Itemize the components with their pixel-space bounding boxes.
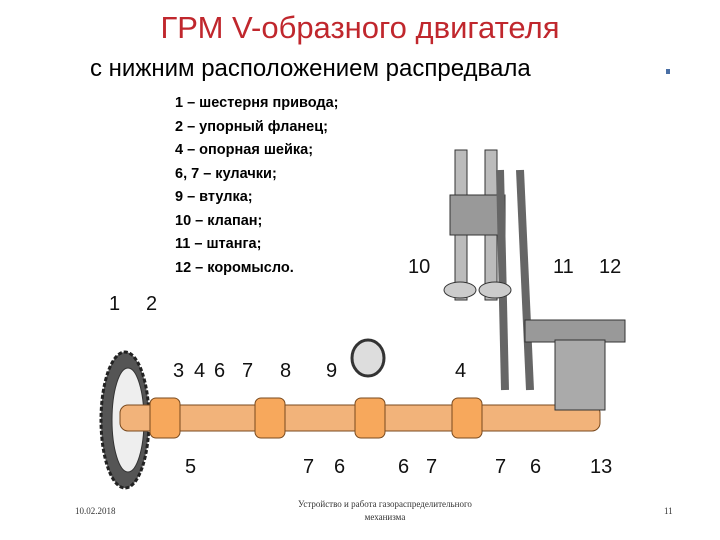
- parts-legend: 1 – шестерня привода; 2 – упорный фланец…: [175, 92, 339, 280]
- diagram-label: 6: [214, 360, 226, 382]
- legend-item: 12 – коромысло.: [175, 259, 294, 276]
- diagram-label: 4: [194, 360, 206, 382]
- diagram-label: 10: [408, 256, 431, 278]
- diagram-label: 6: [398, 456, 410, 478]
- legend-item: 11 – штанга;: [175, 236, 262, 252]
- diagram-label: 7: [495, 456, 507, 478]
- diagram-label: 1: [109, 293, 121, 315]
- diagram-label: 5: [185, 456, 197, 478]
- slide-subtitle: с нижним расположением распредвала: [90, 55, 531, 82]
- legend-item: 6, 7 – кулачки;: [175, 165, 277, 182]
- diagram-label: 11: [553, 256, 574, 278]
- diagram-label: 4: [455, 360, 467, 382]
- diagram-label: 13: [590, 456, 613, 478]
- diagram-label: 7: [426, 456, 438, 478]
- diagram-label: 6: [530, 456, 542, 478]
- diagram-label: 7: [242, 360, 254, 382]
- diagram-label: 8: [280, 360, 292, 382]
- legend-item: 10 – клапан;: [175, 212, 263, 229]
- slide-title: ГРМ V-образного двигателя: [160, 10, 560, 45]
- diagram-label: 3: [173, 360, 185, 382]
- diagram-label: 2: [146, 293, 158, 315]
- diagram-label: 12: [599, 256, 622, 278]
- legend-item: 9 – втулка;: [175, 189, 253, 205]
- valves-and-pushrods: [443, 149, 626, 411]
- slide-number: 11: [664, 506, 673, 516]
- bullet-marker: [666, 69, 670, 74]
- legend-item: 2 – упорный фланец;: [175, 118, 328, 135]
- diagram-label: 6: [334, 456, 346, 478]
- legend-item: 1 – шестерня привода;: [175, 95, 339, 111]
- camshaft: [119, 397, 601, 439]
- diagram-label: 7: [303, 456, 315, 478]
- bushing: [350, 338, 386, 378]
- diagram-label: 9: [326, 360, 338, 382]
- legend-item: 4 – опорная шейка;: [175, 142, 314, 158]
- footer-title: Устройство и работа газораспределительно…: [298, 499, 472, 522]
- footer-date: 10.02.2018: [75, 506, 116, 516]
